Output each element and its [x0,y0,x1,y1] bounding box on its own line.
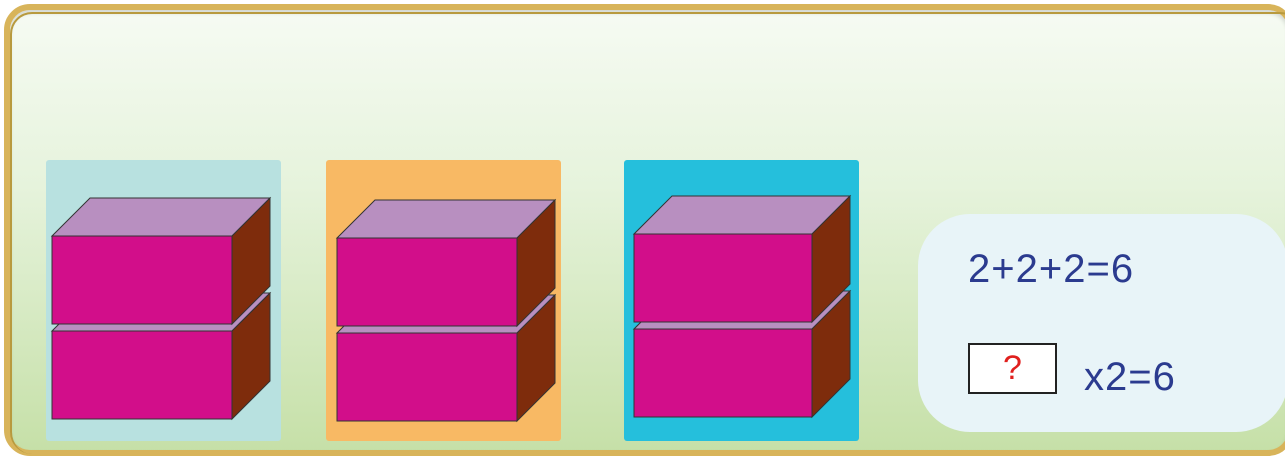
group-card-2 [326,160,561,441]
group-card-1 [46,160,281,441]
cube-front-face [52,331,232,419]
cube-front-face [337,238,517,326]
cube-block [634,196,850,322]
cube-block [52,198,270,324]
addition-equation: 2+2+2=6 [968,249,1134,289]
cube-block [337,200,555,326]
cube-front-face [634,234,812,322]
cube-front-face [634,329,812,417]
cube-front-face [52,236,232,324]
block-stack [624,160,859,441]
block-stack [326,160,561,441]
cube-front-face [337,333,517,421]
block-stack [46,160,281,441]
multiplication-equation: x2=6 [1084,357,1176,397]
answer-placeholder: ? [1003,349,1022,387]
answer-input-box[interactable]: ? [968,343,1057,394]
group-card-3 [624,160,859,441]
